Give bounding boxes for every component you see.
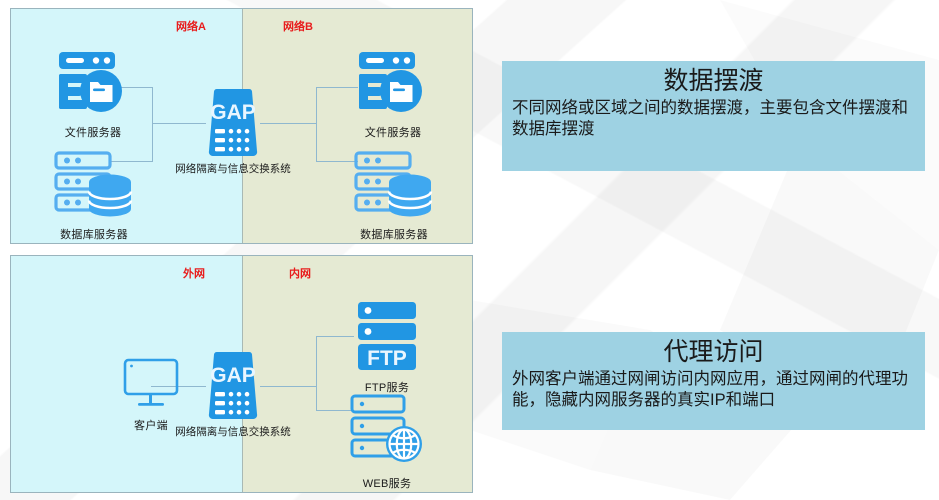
node-label: 客户端 [134, 420, 168, 432]
node-label: FTP服务 [364, 382, 410, 394]
wire-gap-to-right [260, 386, 316, 387]
proxy-access-diagram: 外网 内网 客户端 GAP 网络隔离与信息交换系 [10, 255, 473, 493]
file-server-icon [59, 52, 122, 112]
callout-body: 外网客户端通过网闸访问内网应用，通过网闸的代理功能，隐藏内网服务器的真实IP和端… [512, 369, 908, 410]
gap-system-label: 网络隔离与信息交换系统 [175, 163, 291, 175]
wire-client-to-gap [151, 386, 206, 387]
data-ferry-diagram: 网络A 网络B 文件服务器 [10, 8, 473, 244]
callout-body: 不同网络或区域之间的数据摆渡，主要包含文件摆渡和数据库摆渡 [512, 98, 908, 139]
zone-internal-network [241, 256, 472, 492]
callout-title: 数据摆渡 [663, 67, 764, 95]
zone-label-network-a: 网络A [176, 21, 206, 33]
wire-left-vertical [152, 87, 153, 161]
zone-label-network-b: 网络B [283, 21, 313, 33]
zone-label-internal-network: 内网 [289, 268, 311, 280]
node-label: 文件服务器 [364, 127, 422, 139]
node-database-server-right[interactable]: 数据库服务器 [339, 151, 449, 242]
wire-left-to-gap [152, 123, 206, 124]
ftp-badge-text: FTP [367, 347, 407, 370]
node-file-server-left[interactable]: 文件服务器 [41, 51, 145, 140]
node-gap-gateway[interactable]: GAP [206, 87, 260, 164]
wire-right-ftp-branch [316, 336, 354, 337]
data-ferry-callout: 数据摆渡 不同网络或区域之间的数据摆渡，主要包含文件摆渡和数据库摆渡 [502, 61, 925, 171]
node-ftp-service[interactable]: FTP FTP服务 [341, 300, 433, 395]
callout-title: 代理访问 [663, 338, 764, 366]
gap-badge-text: GAP [210, 101, 256, 124]
database-server-icon [354, 151, 433, 217]
node-file-server-right[interactable]: 文件服务器 [341, 51, 445, 140]
database-server-icon [54, 151, 133, 217]
proxy-access-callout: 代理访问 外网客户端通过网闸访问内网应用，通过网闸的代理功能，隐藏内网服务器的真… [502, 332, 925, 430]
gap-device-icon: GAP [208, 351, 258, 420]
gap-system-label: 网络隔离与信息交换系统 [175, 426, 291, 438]
ftp-server-icon: FTP [358, 302, 416, 370]
zone-label-external-network: 外网 [183, 268, 205, 280]
node-gap-gateway[interactable]: GAP [206, 350, 260, 427]
node-label: 文件服务器 [64, 127, 122, 139]
node-database-server-left[interactable]: 数据库服务器 [39, 151, 149, 242]
wire-right-vertical [316, 336, 317, 410]
wire-gap-to-right [260, 123, 316, 124]
file-server-icon [359, 52, 422, 112]
wire-right-web-branch [316, 410, 354, 411]
node-label: 数据库服务器 [360, 229, 428, 241]
client-monitor-icon [123, 358, 179, 406]
gap-device-icon: GAP [208, 88, 258, 157]
node-web-service[interactable]: WEB服务 [339, 394, 435, 491]
wire-left-db-branch [111, 161, 153, 162]
wire-right-vertical [316, 87, 317, 161]
web-server-icon [350, 394, 422, 462]
node-client[interactable]: 客户端 [107, 358, 195, 433]
wire-left-file-branch [111, 87, 153, 88]
wire-right-file-branch [316, 87, 358, 88]
wire-right-db-branch [316, 161, 358, 162]
gap-badge-text: GAP [210, 364, 256, 387]
node-label: WEB服务 [362, 478, 412, 490]
node-label: 数据库服务器 [60, 229, 128, 241]
